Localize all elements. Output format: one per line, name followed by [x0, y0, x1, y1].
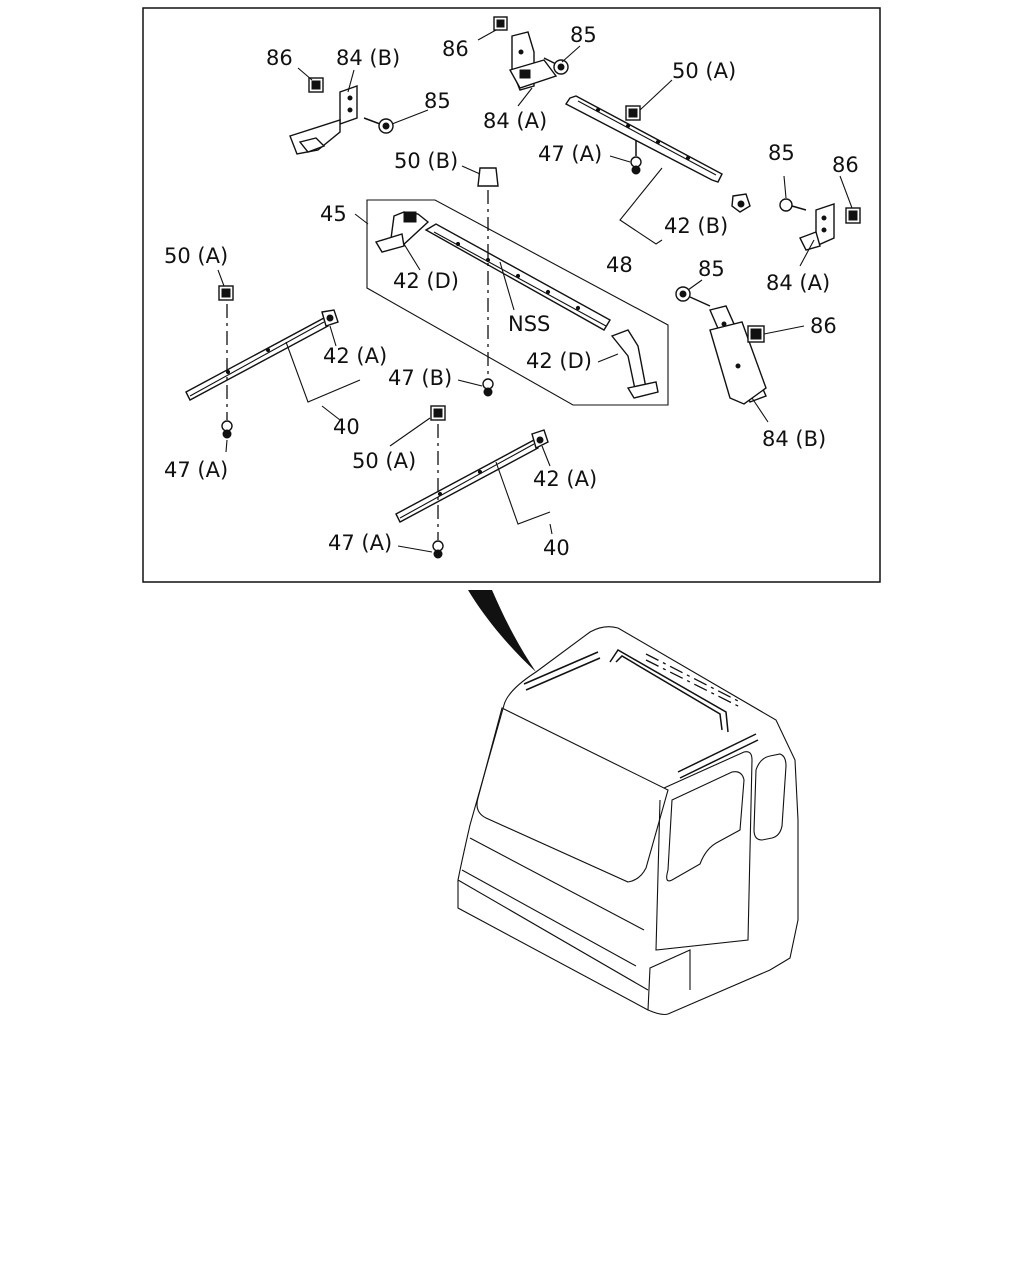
- group-45-outline: [366, 199, 669, 406]
- label-85-top-left: 85: [424, 89, 451, 113]
- label-47b: 47 (B): [388, 366, 452, 390]
- rail-40-left: [185, 317, 329, 401]
- label-85-right: 85: [768, 141, 795, 165]
- end-cap-42a-left: [321, 309, 339, 327]
- screw-47a-top-right: [630, 140, 642, 175]
- label-42d-right: 42 (D): [526, 349, 592, 373]
- bracket-84b-top-left: [289, 85, 358, 155]
- label-42a-left: 42 (A): [323, 344, 387, 368]
- label-42d-left: 42 (D): [393, 269, 459, 293]
- rail-nss: [424, 223, 611, 331]
- label-86-right-middle: 86: [810, 314, 837, 338]
- end-cap-42b: [731, 193, 751, 213]
- label-40-center: 40: [543, 536, 570, 560]
- label-85-top-center: 85: [570, 23, 597, 47]
- clip-50a-left: [218, 285, 234, 301]
- rail-48: [564, 95, 723, 183]
- label-nss: NSS: [508, 312, 550, 336]
- screw-47a-center: [432, 540, 444, 559]
- label-84b-top-left: 84 (B): [336, 46, 400, 70]
- rail-40-center: [395, 439, 539, 523]
- label-84b-right: 84 (B): [762, 427, 826, 451]
- diagram-frame: [142, 7, 881, 583]
- screw-85-top-center: [543, 57, 569, 75]
- label-45: 45: [320, 202, 347, 226]
- label-84a-right: 84 (A): [766, 271, 830, 295]
- end-cap-42a-center: [531, 429, 549, 450]
- label-48: 48: [606, 253, 633, 277]
- clip-nut-86-top-center: [493, 16, 508, 31]
- clip-nut-86-right: [845, 207, 861, 224]
- screw-85-top-left: [363, 117, 394, 134]
- screw-47b: [482, 378, 494, 397]
- screw-47a-left: [221, 420, 233, 439]
- label-86-right: 86: [832, 153, 859, 177]
- label-50b: 50 (B): [394, 149, 458, 173]
- clip-nut-86-right-middle: [747, 325, 765, 343]
- bracket-84b-right: [709, 305, 767, 405]
- label-50a-left: 50 (A): [164, 244, 228, 268]
- clip-nut-86-top-left: [308, 77, 324, 93]
- label-84a-top-center: 84 (A): [483, 109, 547, 133]
- label-47a-left: 47 (A): [164, 458, 228, 482]
- bracket-42d-right: [610, 329, 659, 399]
- leader-lines: [217, 29, 853, 553]
- label-85-right-middle: 85: [698, 257, 725, 281]
- label-86-top-center: 86: [442, 37, 469, 61]
- clip-50a-top-right: [625, 105, 641, 121]
- callout-arrow: [468, 590, 536, 672]
- bracket-84a-top-center: [508, 31, 558, 91]
- label-86-top-left: 86: [266, 46, 293, 70]
- truck-cab: [457, 626, 799, 1016]
- screw-85-right-middle: [675, 286, 711, 307]
- label-50a-center: 50 (A): [352, 449, 416, 473]
- label-47a-center: 47 (A): [328, 531, 392, 555]
- bracket-84a-right: [799, 203, 835, 251]
- label-50a-top-right: 50 (A): [672, 59, 736, 83]
- label-47a-top-right: 47 (A): [538, 142, 602, 166]
- screw-85-right: [779, 198, 807, 212]
- clip-50b: [477, 167, 499, 187]
- label-42a-center: 42 (A): [533, 467, 597, 491]
- label-42b: 42 (B): [664, 214, 728, 238]
- label-40-left: 40: [333, 415, 360, 439]
- clip-50a-center: [430, 405, 446, 421]
- bracket-42d-left: [374, 211, 430, 253]
